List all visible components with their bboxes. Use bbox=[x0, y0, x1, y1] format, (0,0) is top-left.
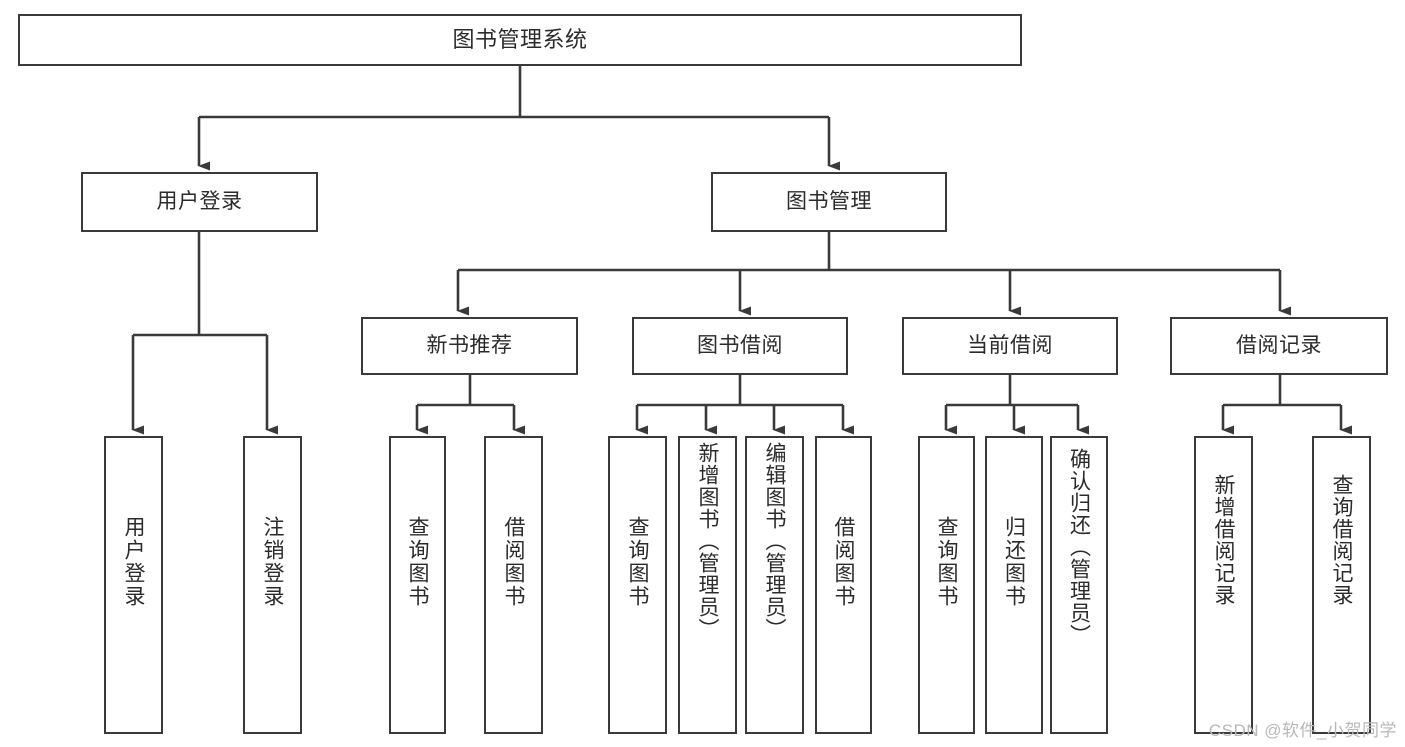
node-user-login[interactable]: 用户登录 bbox=[81, 172, 318, 232]
node-label: 图书借阅 bbox=[697, 333, 783, 357]
node-book-management[interactable]: 图书管理 bbox=[711, 172, 947, 232]
node-new-book-recommendation[interactable]: 新书推荐 bbox=[361, 317, 578, 375]
node-label: 归还图书 bbox=[1002, 516, 1026, 608]
node-label: 借阅记录 bbox=[1236, 333, 1322, 357]
leaf-query-book-borrow[interactable]: 查询图书 bbox=[608, 436, 667, 734]
node-label: 用户登录 bbox=[122, 516, 145, 608]
leaf-query-book-current[interactable]: 查询图书 bbox=[918, 436, 975, 734]
csdn-watermark: CSDN @软件_小贺同学 bbox=[1208, 721, 1397, 740]
leaf-add-borrow-record[interactable]: 新增借阅记录 bbox=[1194, 436, 1253, 734]
node-label: 新书推荐 bbox=[426, 333, 513, 357]
node-book-borrowing[interactable]: 图书借阅 bbox=[632, 317, 848, 375]
node-label: 确认归还（管理员） bbox=[1067, 448, 1091, 646]
node-current-borrowing[interactable]: 当前借阅 bbox=[902, 317, 1118, 375]
node-label: 查询借阅记录 bbox=[1330, 474, 1353, 606]
node-root-system[interactable]: 图书管理系统 bbox=[18, 14, 1022, 66]
leaf-return-book[interactable]: 归还图书 bbox=[985, 436, 1043, 734]
node-label: 图书管理系统 bbox=[452, 27, 588, 53]
node-borrowing-record[interactable]: 借阅记录 bbox=[1170, 317, 1388, 375]
leaf-query-book-recommend[interactable]: 查询图书 bbox=[389, 436, 446, 734]
node-label: 新增借阅记录 bbox=[1212, 474, 1235, 606]
node-label: 用户登录 bbox=[156, 189, 243, 213]
node-label: 查询图书 bbox=[406, 516, 429, 608]
node-label: 借阅图书 bbox=[832, 516, 855, 608]
node-label: 图书管理 bbox=[786, 189, 872, 213]
node-label: 借阅图书 bbox=[502, 516, 525, 608]
node-label: 查询图书 bbox=[935, 516, 958, 608]
node-label: 当前借阅 bbox=[967, 333, 1053, 357]
node-label: 查询图书 bbox=[626, 516, 649, 608]
leaf-logout[interactable]: 注销登录 bbox=[243, 436, 302, 734]
leaf-query-borrow-record[interactable]: 查询借阅记录 bbox=[1312, 436, 1371, 734]
leaf-confirm-return-admin[interactable]: 确认归还（管理员） bbox=[1050, 436, 1108, 734]
leaf-edit-book-admin[interactable]: 编辑图书（管理员） bbox=[745, 436, 804, 734]
node-label: 新增图书（管理员） bbox=[696, 442, 719, 640]
leaf-user-login[interactable]: 用户登录 bbox=[104, 436, 163, 734]
node-label: 注销登录 bbox=[261, 516, 284, 608]
leaf-borrow-book-recommend[interactable]: 借阅图书 bbox=[484, 436, 543, 734]
node-label: 编辑图书（管理员） bbox=[763, 442, 786, 640]
leaf-add-book-admin[interactable]: 新增图书（管理员） bbox=[678, 436, 737, 734]
leaf-borrow-book[interactable]: 借阅图书 bbox=[815, 436, 872, 734]
